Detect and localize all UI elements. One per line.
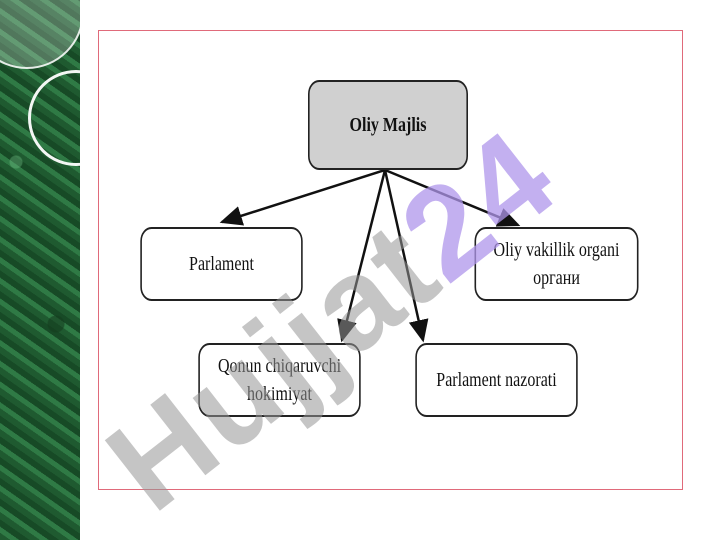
node-parlament: Parlament bbox=[140, 227, 303, 301]
node-oliy-vakillik-line2: органи bbox=[533, 267, 580, 289]
node-oliy-vakillik-organi: Oliy vakillik organi органи bbox=[474, 227, 639, 301]
node-qonun-line1: Qonun chiqaruvchi bbox=[217, 355, 342, 377]
node-parlament-label: Parlament bbox=[189, 253, 254, 275]
node-parlament-nazorati-label: Parlament nazorati bbox=[436, 369, 557, 391]
edge-root-nazorat bbox=[383, 169, 429, 343]
node-oliy-vakillik-line1: Oliy vakillik organi bbox=[493, 239, 620, 261]
node-qonun-label: Qonun chiqaruvchi hokimiyat bbox=[218, 352, 341, 408]
node-oliy-majlis: Oliy Majlis bbox=[308, 80, 468, 170]
edge-root-vakillik bbox=[384, 168, 521, 227]
edge-root-qonun bbox=[337, 169, 387, 343]
node-oliy-vakillik-label: Oliy vakillik organi органи bbox=[494, 236, 620, 292]
node-oliy-majlis-label: Oliy Majlis bbox=[349, 114, 427, 136]
edge-root-parlament bbox=[219, 168, 386, 226]
node-qonun-chiqaruvchi: Qonun chiqaruvchi hokimiyat bbox=[198, 343, 361, 417]
node-qonun-line2: hokimiyat bbox=[247, 383, 312, 405]
decorative-left-strip bbox=[0, 0, 124, 540]
node-parlament-nazorati: Parlament nazorati bbox=[415, 343, 578, 417]
